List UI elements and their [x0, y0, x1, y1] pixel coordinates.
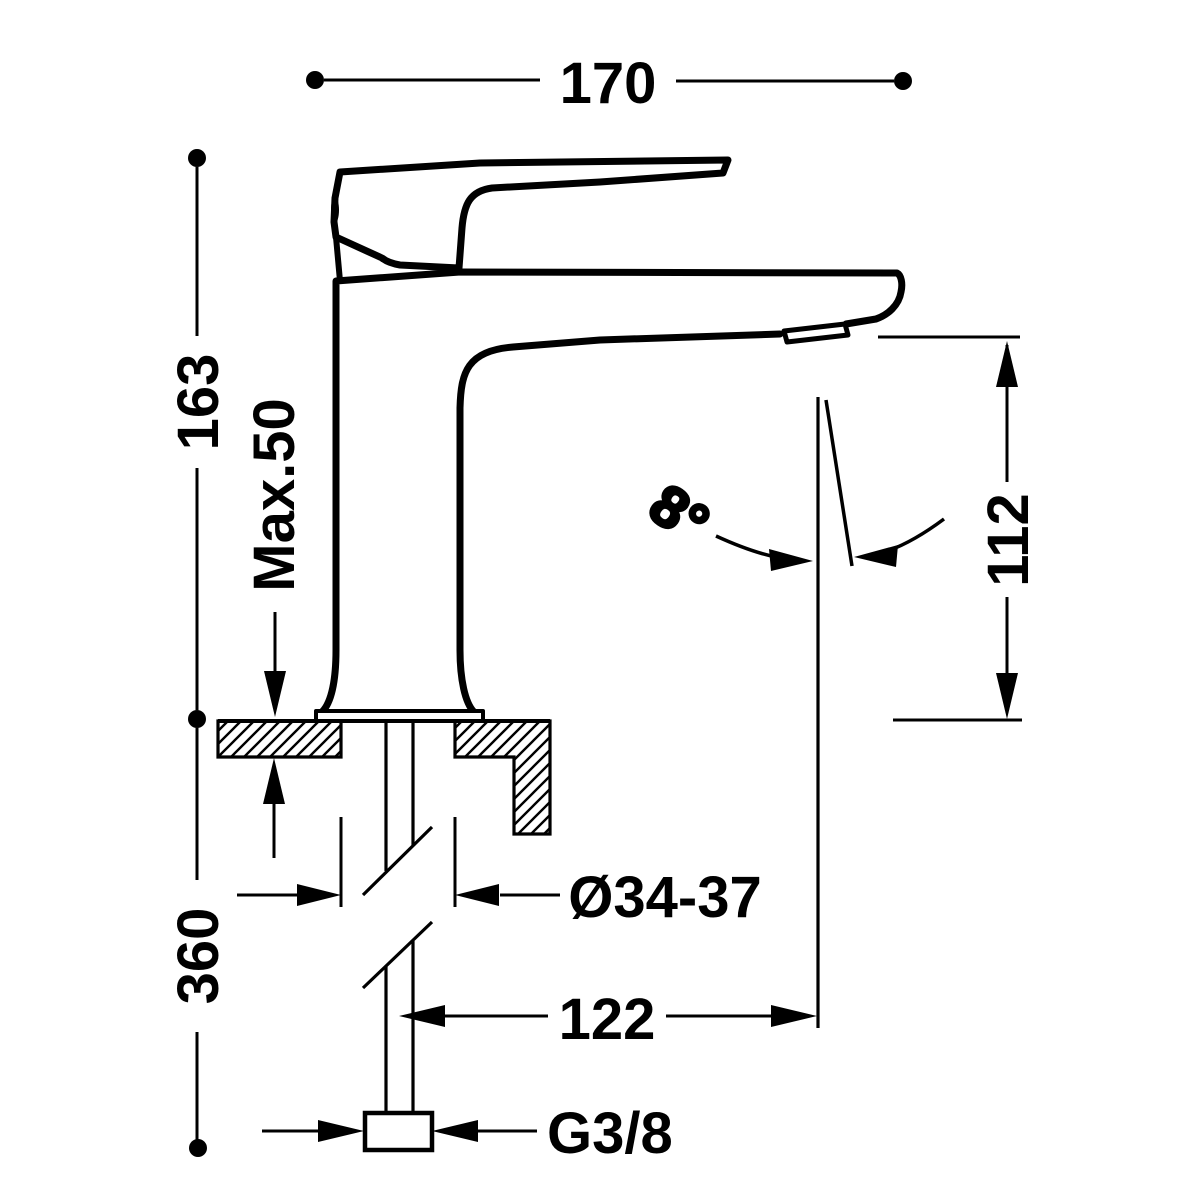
arrow-up-icon [996, 341, 1018, 387]
total-height-label: 163 [166, 354, 231, 451]
dim-endpoint-dot [188, 149, 206, 167]
countertop-right-block [453, 719, 552, 836]
spout-height-label: 112 [976, 493, 1041, 587]
arrow-left-icon [432, 1120, 478, 1142]
below-deck-length-label: 360 [166, 908, 231, 1005]
overall-depth-label: 170 [560, 51, 657, 116]
aerator [781, 321, 851, 345]
connection-thread-label: G3/8 [547, 1101, 673, 1166]
dim-endpoint-dot [306, 71, 324, 89]
arrow-right-icon [297, 884, 341, 906]
faucet-handle [330, 156, 732, 272]
arrow-up-icon [263, 758, 285, 804]
dimension-total-height: 163 [166, 149, 231, 728]
dimension-overall-depth: 170 [306, 51, 912, 116]
dimension-spout-height: 112 [878, 335, 1041, 722]
dimension-connection-thread: G3/8 [262, 1101, 673, 1166]
g38-connector-box [362, 1110, 435, 1153]
arrow-down-icon [264, 671, 286, 717]
arrow-right-icon [771, 1005, 817, 1027]
dimension-below-deck-length: 360 [166, 728, 231, 1157]
countertop-cross-section [216, 719, 552, 836]
pipe-break-marks [361, 825, 434, 990]
angle-arrow-right-icon [854, 545, 898, 567]
dimension-spout-reach: 122 [399, 987, 817, 1052]
spout-reach-label: 122 [559, 987, 656, 1052]
faucet-body-and-spout [318, 268, 906, 716]
arrow-down-icon [996, 673, 1018, 719]
angle-arrow-left-icon [769, 549, 813, 571]
stream-tilted-line [824, 399, 854, 567]
max-deck-thickness-label: Max.50 [242, 398, 307, 591]
handle-base-edge [333, 234, 343, 284]
dim-endpoint-dot [894, 72, 912, 90]
arrow-right-icon [318, 1120, 364, 1142]
supply-pipe [361, 721, 435, 1153]
angle-annotation-8deg: 8° [636, 397, 946, 1028]
arrow-left-icon [455, 884, 499, 906]
countertop-left-block [216, 719, 343, 759]
dim-endpoint-dot [189, 1139, 207, 1157]
dimension-hole-diameter: Ø34-37 [237, 817, 762, 930]
faucet [314, 156, 906, 723]
dim-endpoint-dot [188, 710, 206, 728]
mounting-base-plate [314, 709, 485, 723]
dimension-max-deck-thickness: Max.50 [242, 398, 307, 858]
arrow-left-icon [399, 1005, 445, 1027]
handle-notch [331, 197, 339, 223]
stream-angle-label: 8° [638, 472, 721, 557]
hole-diameter-label: Ø34-37 [568, 865, 761, 930]
